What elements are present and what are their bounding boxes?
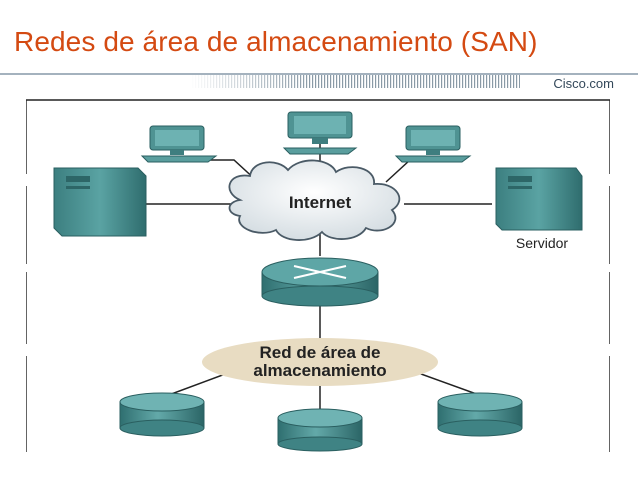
workstation-icon	[394, 125, 472, 163]
header-rule	[0, 73, 638, 88]
workstation-icon	[140, 125, 218, 163]
san-ellipse	[202, 338, 438, 386]
server-tower-icon	[53, 167, 147, 237]
slide-title: Redes de área de almacenamiento (SAN)	[14, 26, 538, 57]
cisco-logo-text: Cisco.com	[553, 76, 614, 91]
server-tower-icon	[495, 167, 583, 231]
cloud-label: Internet	[289, 193, 352, 212]
storage-disk-icon	[119, 392, 205, 437]
frame-lines	[26, 99, 610, 452]
router-icon	[261, 257, 379, 307]
storage-disk-icon	[277, 408, 363, 452]
storage-disk-icon	[437, 392, 523, 437]
diagram-frame: Servidor Internet Red de área de almacen…	[26, 96, 610, 452]
workstation-icon	[282, 111, 358, 155]
san-label-line2: almacenamiento	[253, 361, 386, 380]
internet-cloud-icon	[228, 159, 401, 241]
san-label-line1: Red de área de	[260, 343, 381, 362]
server-label: Servidor	[516, 235, 568, 251]
san-diagram: Servidor Internet Red de área de almacen…	[26, 99, 610, 452]
